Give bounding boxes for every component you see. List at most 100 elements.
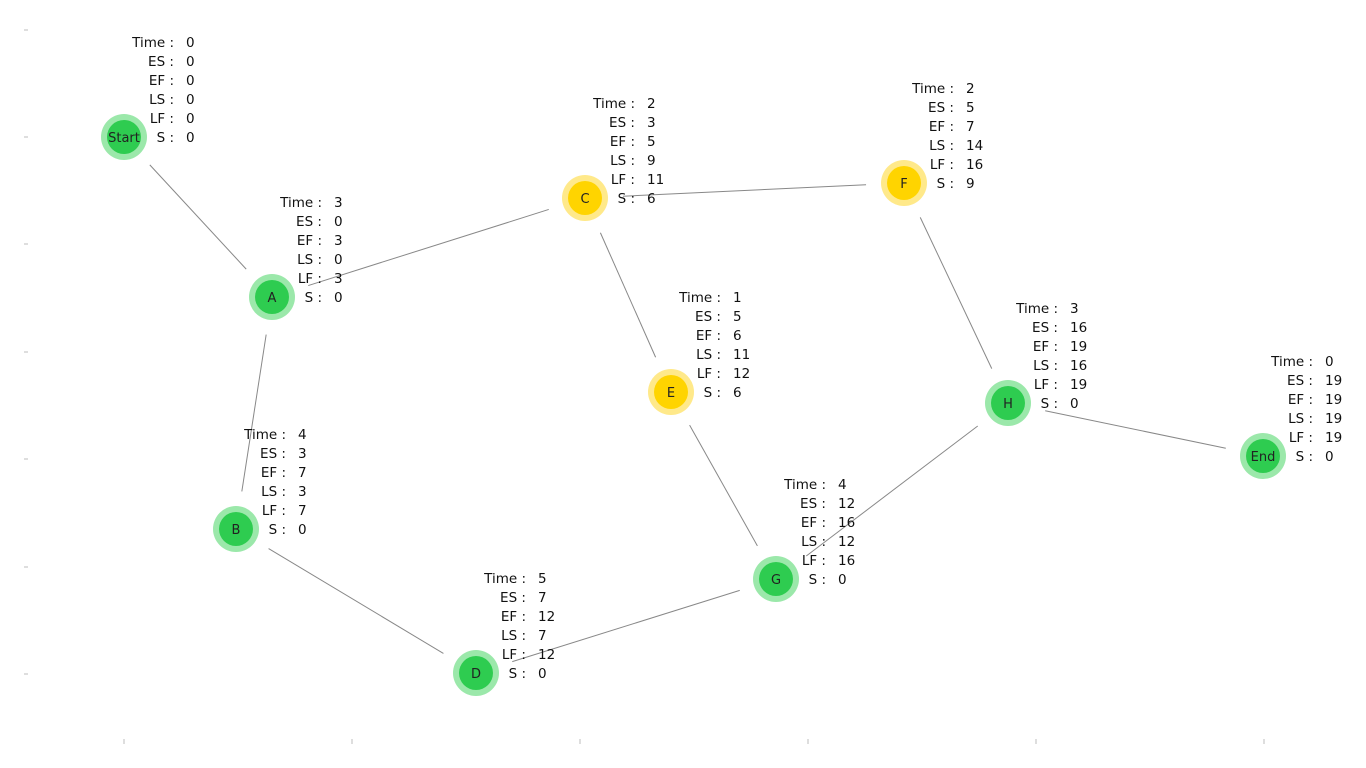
info-value-ls: 9	[647, 153, 656, 169]
node-label: D	[471, 667, 481, 682]
info-label-lf: LF :	[930, 157, 954, 173]
node-label: G	[771, 573, 781, 588]
info-label-ls: LS :	[297, 252, 322, 268]
info-value-ef: 12	[538, 609, 555, 625]
info-value-ls: 0	[334, 252, 343, 268]
info-value-s: 9	[966, 176, 975, 192]
node-label: E	[667, 386, 675, 401]
info-label-es: ES :	[260, 446, 286, 462]
info-value-ef: 19	[1070, 339, 1087, 355]
info-value-ef: 0	[186, 73, 195, 89]
node-circle	[654, 375, 688, 409]
info-label-lf: LF :	[697, 366, 721, 382]
info-value-es: 5	[966, 100, 975, 116]
info-value-ef: 6	[733, 328, 742, 344]
edge-a-b	[241, 334, 267, 492]
edge-a-c	[308, 208, 549, 287]
node-circle	[568, 181, 602, 215]
info-label-lf: LF :	[802, 553, 826, 569]
info-label-ef: EF :	[297, 233, 322, 249]
info-label-ef: EF :	[610, 134, 635, 150]
info-value-s: 0	[334, 290, 343, 306]
info-value-s: 0	[298, 522, 307, 538]
info-value-time: 0	[186, 35, 195, 51]
info-value-lf: 11	[647, 172, 664, 188]
info-value-s: 0	[1070, 396, 1079, 412]
info-label-time: Time :	[678, 290, 721, 306]
edges-layer	[149, 164, 1226, 663]
info-value-s: 6	[733, 385, 742, 401]
info-label-es: ES :	[296, 214, 322, 230]
info-value-es: 3	[647, 115, 656, 131]
info-value-time: 3	[1070, 301, 1079, 317]
edge-d-g	[512, 589, 740, 663]
info-label-ef: EF :	[1033, 339, 1058, 355]
info-value-lf: 19	[1070, 377, 1087, 393]
info-value-es: 12	[838, 496, 855, 512]
node-info-b: Time :4ES :3EF :7LS :3LF :7S :0	[243, 427, 306, 538]
info-value-ef: 7	[966, 119, 975, 135]
node-circle	[107, 120, 141, 154]
info-label-lf: LF :	[1034, 377, 1058, 393]
node-label: End	[1251, 450, 1276, 465]
info-label-es: ES :	[928, 100, 954, 116]
info-label-lf: LF :	[1289, 430, 1313, 446]
node-circle	[887, 166, 921, 200]
info-value-s: 6	[647, 191, 656, 207]
info-value-es: 7	[538, 590, 547, 606]
info-value-lf: 0	[186, 111, 195, 127]
info-label-s: S :	[1296, 449, 1313, 465]
info-label-ef: EF :	[696, 328, 721, 344]
info-value-lf: 19	[1325, 430, 1342, 446]
info-label-time: Time :	[592, 96, 635, 112]
info-value-s: 0	[838, 572, 847, 588]
info-value-ls: 19	[1325, 411, 1342, 427]
info-value-time: 4	[838, 477, 847, 493]
edge-e-g	[689, 424, 758, 547]
info-label-lf: LF :	[262, 503, 286, 519]
info-value-ef: 16	[838, 515, 855, 531]
info-label-time: Time :	[911, 81, 954, 97]
node-label: H	[1003, 397, 1013, 412]
info-value-es: 16	[1070, 320, 1087, 336]
node-circle	[255, 280, 289, 314]
info-value-ef: 5	[647, 134, 656, 150]
info-value-es: 5	[733, 309, 742, 325]
info-label-time: Time :	[243, 427, 286, 443]
node-circle	[1246, 439, 1280, 473]
info-value-es: 3	[298, 446, 307, 462]
info-value-es: 19	[1325, 373, 1342, 389]
info-value-lf: 7	[298, 503, 307, 519]
edge-f-h	[919, 217, 993, 369]
info-label-s: S :	[269, 522, 286, 538]
info-label-ls: LS :	[1033, 358, 1058, 374]
info-label-ef: EF :	[801, 515, 826, 531]
info-label-ef: EF :	[261, 465, 286, 481]
info-label-time: Time :	[279, 195, 322, 211]
info-value-time: 2	[966, 81, 975, 97]
axis-ticks	[24, 29, 1265, 744]
info-value-ef: 3	[334, 233, 343, 249]
info-label-lf: LF :	[298, 271, 322, 287]
node-circle	[759, 562, 793, 596]
info-label-ef: EF :	[1288, 392, 1313, 408]
info-label-s: S :	[809, 572, 826, 588]
info-label-ef: EF :	[501, 609, 526, 625]
info-label-s: S :	[618, 191, 635, 207]
node-info-start: Time :0ES :0EF :0LS :0LF :0S :0	[131, 35, 194, 146]
info-value-es: 0	[186, 54, 195, 70]
info-label-s: S :	[937, 176, 954, 192]
info-label-s: S :	[509, 666, 526, 682]
